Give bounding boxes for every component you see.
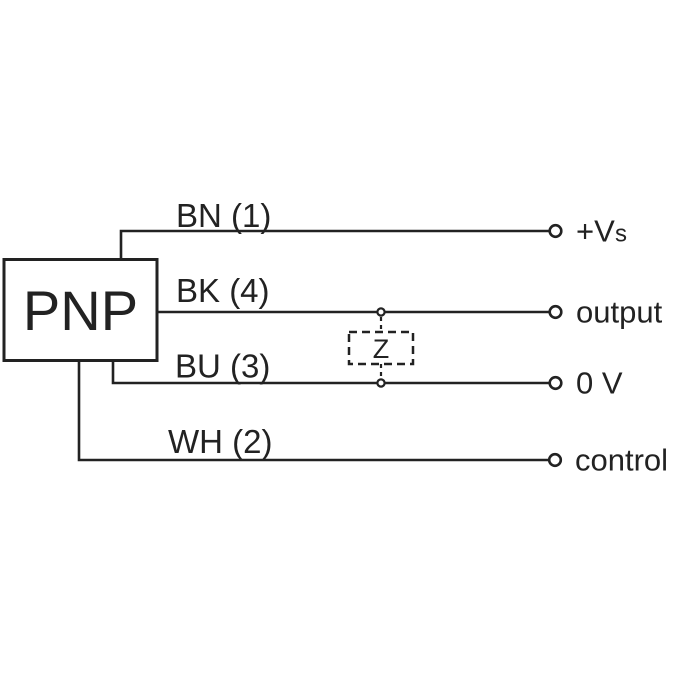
terminal-0v-circle — [548, 375, 563, 391]
terminal-vs-label: +V — [576, 214, 615, 249]
terminal-control-label: control — [575, 443, 668, 478]
load-impedance: Z — [347, 307, 415, 388]
terminal-0v-label: 0 V — [576, 366, 623, 401]
device-label: PNP — [23, 279, 138, 342]
wire-bu-line — [111, 360, 550, 385]
load-tap-top-node — [376, 307, 386, 317]
load-box — [347, 330, 415, 366]
terminal-output-label: output — [576, 295, 663, 330]
wire-wh-label: WH (2) — [168, 423, 272, 460]
pnp-device: PNP — [2, 258, 159, 362]
wire-bu-label: BU (3) — [175, 348, 270, 385]
wire-bk: BK (4) output — [157, 272, 663, 330]
wire-wh: WH (2) control — [77, 360, 668, 478]
terminal-output-circle — [548, 304, 563, 320]
wire-bn-line — [119, 229, 550, 259]
terminal-vs-label-sub: s — [615, 221, 627, 248]
wire-bk-label: BK (4) — [176, 272, 270, 309]
terminal-vs-circle — [548, 223, 563, 239]
wire-wh-line — [77, 360, 549, 462]
terminal-control-circle — [547, 452, 563, 468]
load-label: Z — [373, 334, 390, 364]
wire-bu: BU (3) 0 V — [111, 348, 623, 401]
load-tap-bottom-node — [376, 378, 386, 388]
wire-bn: BN (1) +V s — [119, 197, 627, 259]
wire-bn-label: BN (1) — [176, 197, 271, 234]
device-box — [2, 258, 159, 362]
